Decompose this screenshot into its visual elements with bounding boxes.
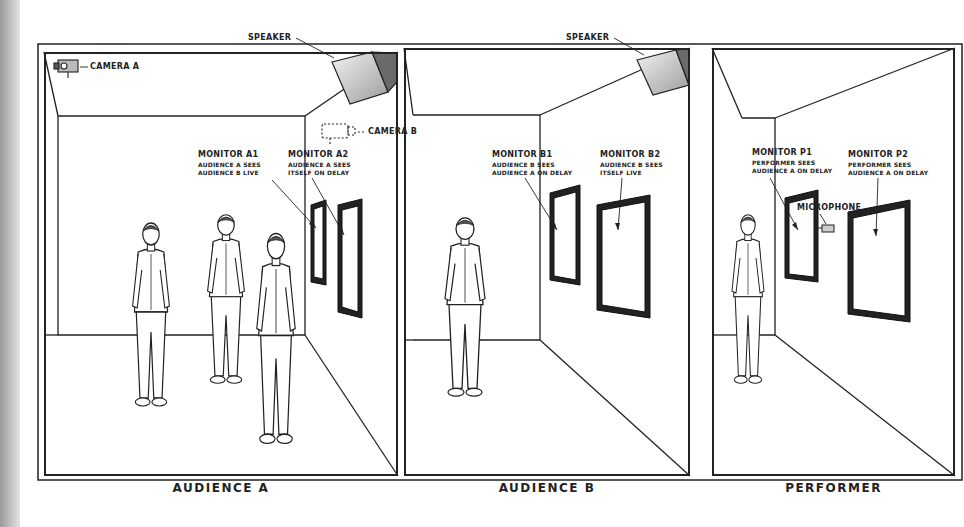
camera-symbol <box>54 60 355 146</box>
speaker-symbol <box>372 52 397 92</box>
microphone-label: MICROPHONE <box>797 203 857 213</box>
room-caption: PERFORMER <box>714 481 953 495</box>
monitor-symbol <box>550 185 580 285</box>
leader-line <box>820 214 826 224</box>
leader-arrowhead <box>338 227 344 235</box>
leader-arrowhead <box>615 223 620 230</box>
page-strip <box>0 0 20 527</box>
monitor-note: AUDIENCE B SEES ITSELF LIVE <box>600 161 680 177</box>
monitor-label: MONITOR A1 <box>198 150 278 160</box>
monitor-note: PERFORMER SEES AUDIENCE A ON DELAY <box>752 159 842 175</box>
room-perspective <box>305 335 398 476</box>
leader-line <box>272 180 316 228</box>
camera-symbol <box>54 63 59 69</box>
leader-line <box>614 38 644 55</box>
microphone-symbol <box>818 228 822 229</box>
room-panel: AUDIENCE A <box>44 52 398 476</box>
monitor-symbol <box>597 195 650 318</box>
people-figure <box>445 218 485 396</box>
monitor-note: AUDIENCE A SEES AUDIENCE B LIVE <box>198 161 278 177</box>
camera-symbol <box>58 60 78 72</box>
monitor-label: MONITOR B1 <box>492 150 584 160</box>
room-perspective <box>712 48 742 118</box>
monitor-note: PERFORMER SEES AUDIENCE A ON DELAY <box>848 161 948 177</box>
leader-arrowhead <box>792 222 798 230</box>
monitor-symbol <box>338 199 362 318</box>
leader-line <box>358 132 366 133</box>
room-caption: AUDIENCE A <box>46 481 396 495</box>
room-perspective <box>44 48 955 476</box>
speaker-symbol <box>332 49 689 104</box>
monitor-symbol <box>314 206 323 279</box>
leader-arrowhead <box>551 223 557 230</box>
room-panel: PERFORMER <box>712 48 955 476</box>
room-caption: AUDIENCE B <box>406 481 688 495</box>
leader-line <box>80 38 878 236</box>
camera-symbol <box>322 124 348 138</box>
speaker-symbol <box>676 49 689 85</box>
room-perspective <box>540 340 690 476</box>
monitor-symbol <box>311 185 910 322</box>
people-figure <box>133 223 170 406</box>
outer-frame <box>38 44 962 480</box>
monitor-label: MONITOR P1 <box>752 148 842 158</box>
page-strip <box>0 0 20 527</box>
room-perspective <box>775 335 955 476</box>
monitor-symbol <box>602 202 645 312</box>
microphone-symbol <box>818 225 834 232</box>
leader-arrowhead <box>309 220 316 228</box>
monitor-symbol <box>554 192 576 280</box>
camera-label: CAMERA B <box>368 127 428 137</box>
monitor-symbol <box>311 200 326 285</box>
leader-line <box>876 178 878 236</box>
monitor-symbol <box>853 207 905 316</box>
people-figure <box>133 215 764 444</box>
people-figure <box>257 233 295 443</box>
leader-line <box>525 178 557 230</box>
speaker-symbol <box>637 50 689 95</box>
leader-line <box>312 178 344 235</box>
room-panel: AUDIENCE B <box>404 48 690 476</box>
people-figure <box>732 215 764 384</box>
monitor-symbol <box>342 206 358 312</box>
monitor-symbol <box>848 200 910 322</box>
camera-symbol <box>67 72 68 78</box>
leader-arrowhead <box>873 229 878 236</box>
camera-symbol <box>329 138 330 146</box>
microphone-symbol <box>822 225 834 232</box>
room-perspective <box>44 52 58 116</box>
speaker-label: SPEAKER <box>248 33 308 43</box>
monitor-label: MONITOR A2 <box>288 150 368 160</box>
monitor-note: AUDIENCE A SEES ITSELF ON DELAY <box>288 161 368 177</box>
room-perspective <box>775 48 955 118</box>
monitor-note: AUDIENCE B SEES AUDIENCE A ON DELAY <box>492 161 584 177</box>
monitor-label: MONITOR P2 <box>848 150 948 160</box>
speaker-label: SPEAKER <box>566 33 626 43</box>
camera-symbol <box>61 63 67 69</box>
leader-line <box>80 67 88 68</box>
leader-arrowhead <box>309 220 878 236</box>
leader-line <box>296 38 334 58</box>
room-perspective <box>44 334 58 335</box>
outer-frame <box>38 44 962 480</box>
camera-label: CAMERA A <box>90 62 150 72</box>
monitor-label: MONITOR B2 <box>600 150 680 160</box>
camera-symbol <box>348 127 355 135</box>
camera-symbol <box>322 124 355 146</box>
people-figure <box>208 215 245 384</box>
room-perspective <box>540 48 690 115</box>
leader-line <box>618 178 622 230</box>
leader-line <box>770 178 798 230</box>
room-perspective <box>305 52 398 116</box>
